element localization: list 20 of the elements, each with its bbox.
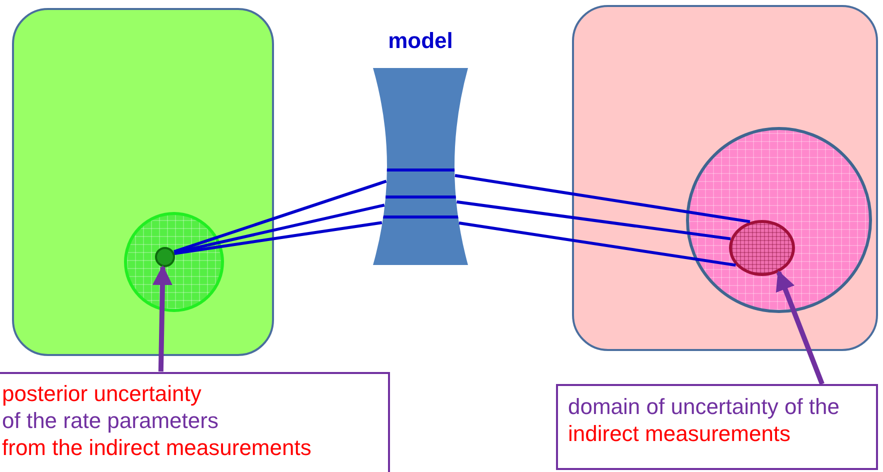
callout-text: from the indirect measurements xyxy=(2,434,312,461)
connector-line xyxy=(456,200,731,240)
callout-text: domain of uncertainty of the xyxy=(568,393,840,420)
connector-line xyxy=(174,180,387,254)
connector-line xyxy=(174,221,382,255)
callout-box xyxy=(556,384,878,470)
point-circle xyxy=(155,247,175,267)
connector-line xyxy=(458,222,736,267)
callout-text: of the rate parameters xyxy=(2,407,220,434)
connector-line xyxy=(174,204,385,254)
callout-text: indirect measurements xyxy=(568,420,792,447)
connector-line xyxy=(454,174,750,224)
measurement-space-panel xyxy=(572,5,878,351)
parameter-space-panel xyxy=(12,8,274,356)
arrow xyxy=(152,265,172,372)
model-label: model xyxy=(387,28,454,54)
uncertainty-circle xyxy=(729,220,795,276)
arrow xyxy=(776,270,824,385)
callout-text: posterior uncertainty xyxy=(2,380,202,407)
callout-box xyxy=(0,372,390,472)
